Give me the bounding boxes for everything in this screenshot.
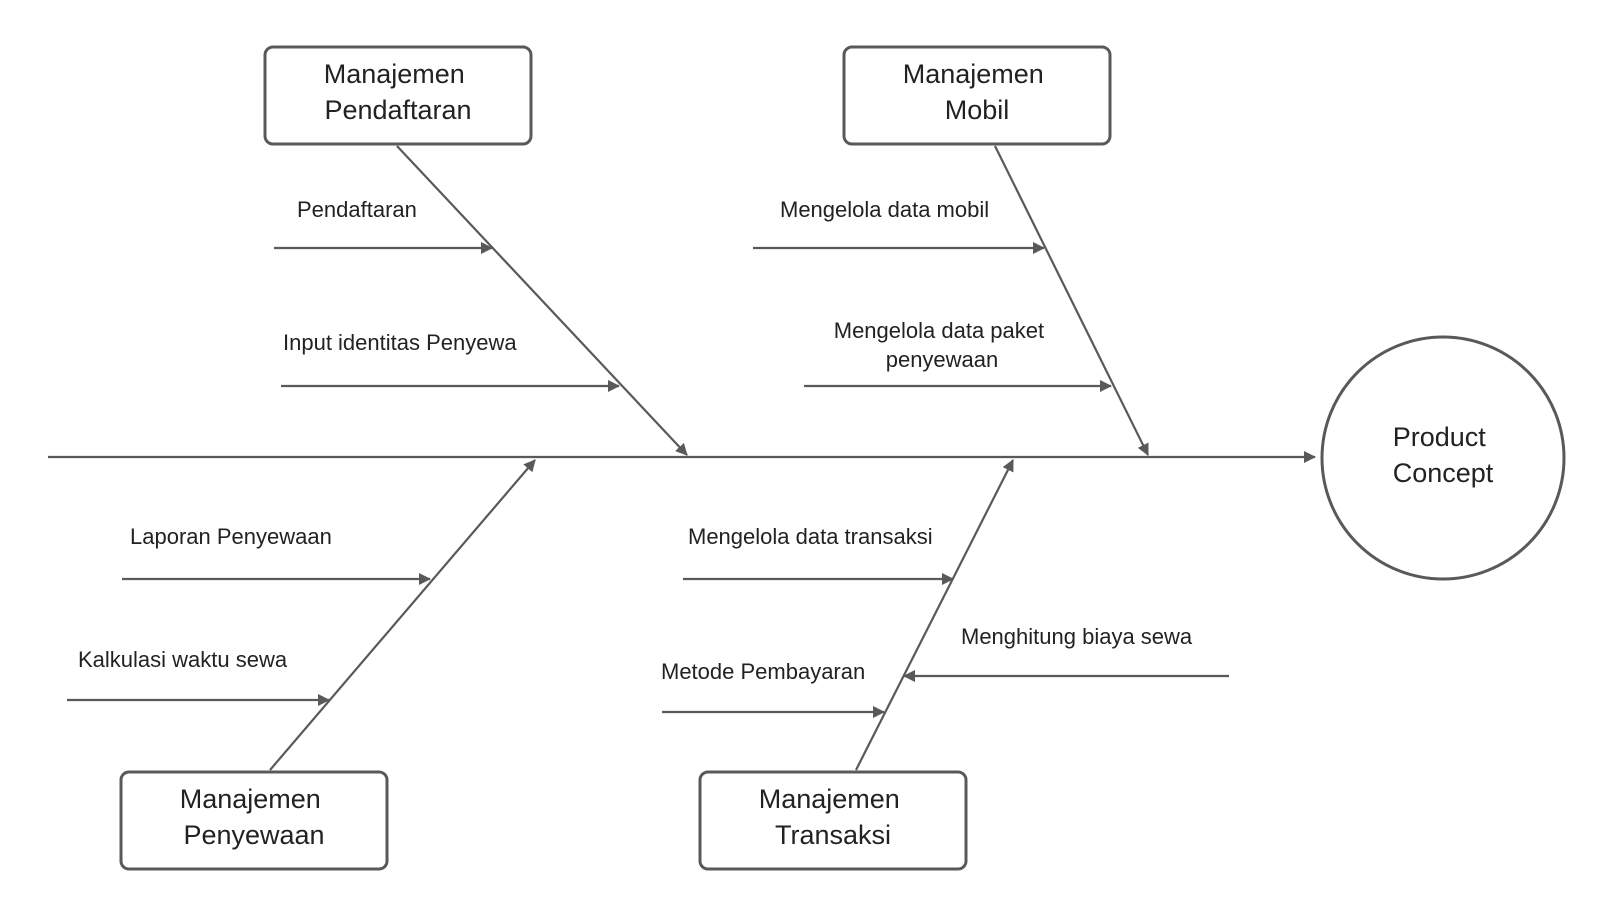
- cause-label-kalkulasi-waktu-sewa: Kalkulasi waktu sewa: [78, 647, 288, 672]
- cause-label-mengelola-data-transaksi: Mengelola data transaksi: [688, 524, 933, 549]
- category-box-manajemen-transaksi: Manajemen Transaksi: [698, 770, 968, 871]
- cause-label-metode-pembayaran: Metode Pembayaran: [661, 659, 865, 684]
- bone-manajemen-transaksi: [855, 459, 1014, 771]
- category-label-line-1: Manajemen: [324, 59, 465, 89]
- category-label-line-2: Mobil: [945, 95, 1010, 125]
- category-box-manajemen-mobil: Manajemen Mobil: [842, 45, 1112, 146]
- bone-manajemen-mobil: [994, 145, 1149, 456]
- effect-label-line-1: Product: [1393, 422, 1487, 452]
- cause-label-mengelola-data-paket-penyewaan: Mengelola data paket penyewaan: [834, 318, 1051, 372]
- category-label-line-1: Manajemen: [759, 784, 900, 814]
- category-label-line-1: Manajemen: [180, 784, 321, 814]
- svg-text:Product Concept: Product Concept: [1393, 422, 1494, 488]
- cause-label-laporan-penyewaan: Laporan Penyewaan: [130, 524, 332, 549]
- category-label-line-2: Pendaftaran: [324, 95, 471, 125]
- category-label-line-2: Penyewaan: [183, 820, 324, 850]
- svg-text:Manajemen Mobil: Manajemen Mobil: [903, 59, 1052, 125]
- category-box-manajemen-penyewaan: Manajemen Penyewaan: [119, 770, 389, 871]
- category-label-line-2: Transaksi: [775, 820, 891, 850]
- cause-label-input-identitas-penyewa: Input identitas Penyewa: [283, 330, 517, 355]
- cause-label-menghitung-biaya-sewa: Menghitung biaya sewa: [961, 624, 1193, 649]
- svg-text:Manajemen Pendaftaran: Manajemen Pendaftaran: [324, 59, 473, 125]
- svg-text:Manajemen Penyewaan: Manajemen Penyewaan: [180, 784, 329, 850]
- cause-label-pendaftaran: Pendaftaran: [297, 197, 417, 222]
- effect-circle: Product Concept: [1320, 335, 1566, 581]
- bone-manajemen-pendaftaran: [396, 145, 688, 456]
- svg-text:Manajemen Transaksi: Manajemen Transaksi: [759, 784, 908, 850]
- effect-label-line-2: Concept: [1393, 458, 1494, 488]
- cause-label-mengelola-data-mobil: Mengelola data mobil: [780, 197, 989, 222]
- category-box-manajemen-pendaftaran: Manajemen Pendaftaran: [263, 45, 533, 146]
- bone-manajemen-penyewaan: [269, 459, 536, 771]
- category-label-line-1: Manajemen: [903, 59, 1044, 89]
